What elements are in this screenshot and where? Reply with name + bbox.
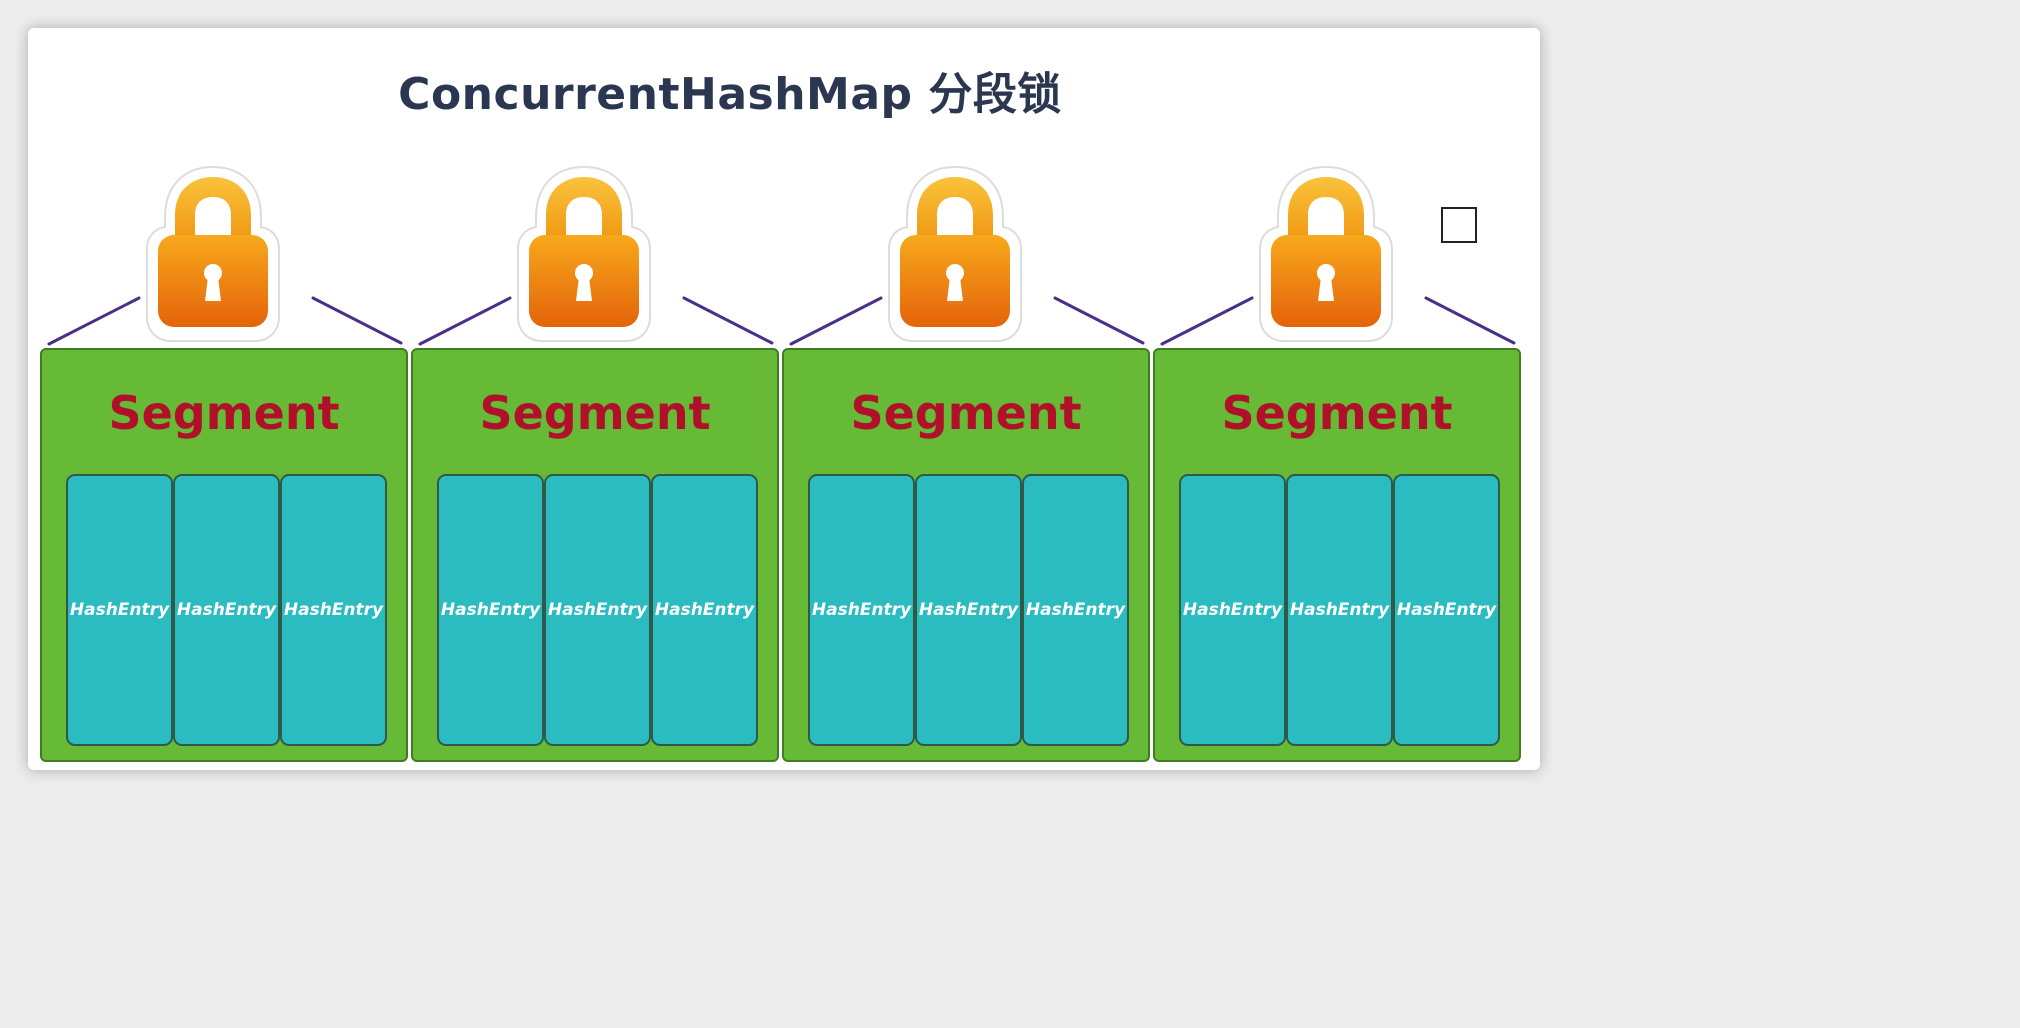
lock-connector-lines (418, 296, 774, 346)
diagram-title: ConcurrentHashMap 分段锁 (398, 69, 1062, 120)
lock-connector-lines (47, 296, 403, 346)
hash-entry-label: HashEntry (918, 600, 1019, 620)
lock-connector-lines (1160, 296, 1516, 346)
hash-entry: HashEntry (808, 474, 915, 746)
hash-entry: HashEntry (651, 474, 758, 746)
hash-entry: HashEntry (1393, 474, 1500, 746)
hash-entry-group: HashEntry HashEntry HashEntry (66, 474, 388, 746)
hash-entry: HashEntry (915, 474, 1022, 746)
hash-entry-label: HashEntry (1396, 600, 1497, 620)
hash-entry-group: HashEntry HashEntry HashEntry (437, 474, 759, 746)
hash-entry-label: HashEntry (283, 600, 384, 620)
hash-entry-label: HashEntry (811, 600, 912, 620)
padlock-icon (146, 165, 280, 342)
hash-entry: HashEntry (280, 474, 387, 746)
hash-entry-label: HashEntry (547, 600, 648, 620)
hash-entry-label: HashEntry (176, 600, 277, 620)
padlock-icon (1259, 165, 1393, 342)
hash-entry-label: HashEntry (1289, 600, 1390, 620)
hash-entry: HashEntry (1179, 474, 1286, 746)
checkbox[interactable] (1441, 207, 1477, 243)
hash-entry: HashEntry (173, 474, 280, 746)
hash-entry-group: HashEntry HashEntry HashEntry (808, 474, 1130, 746)
hash-entry: HashEntry (1022, 474, 1129, 746)
hash-entry-label: HashEntry (440, 600, 541, 620)
hash-entry-label: HashEntry (1025, 600, 1126, 620)
hash-entry: HashEntry (437, 474, 544, 746)
padlock-icon (888, 165, 1022, 342)
hash-entry: HashEntry (544, 474, 651, 746)
lock-connector-lines (789, 296, 1145, 346)
hash-entry-label: HashEntry (654, 600, 755, 620)
hash-entry-label: HashEntry (1182, 600, 1283, 620)
segment-label: Segment (850, 386, 1082, 440)
hash-entry-label: HashEntry (69, 600, 170, 620)
hash-entry: HashEntry (1286, 474, 1393, 746)
segment-label: Segment (108, 386, 340, 440)
segment-label: Segment (479, 386, 711, 440)
padlock-icon (517, 165, 651, 342)
hash-entry: HashEntry (66, 474, 173, 746)
hash-entry-group: HashEntry HashEntry HashEntry (1179, 474, 1501, 746)
segment-label: Segment (1221, 386, 1453, 440)
